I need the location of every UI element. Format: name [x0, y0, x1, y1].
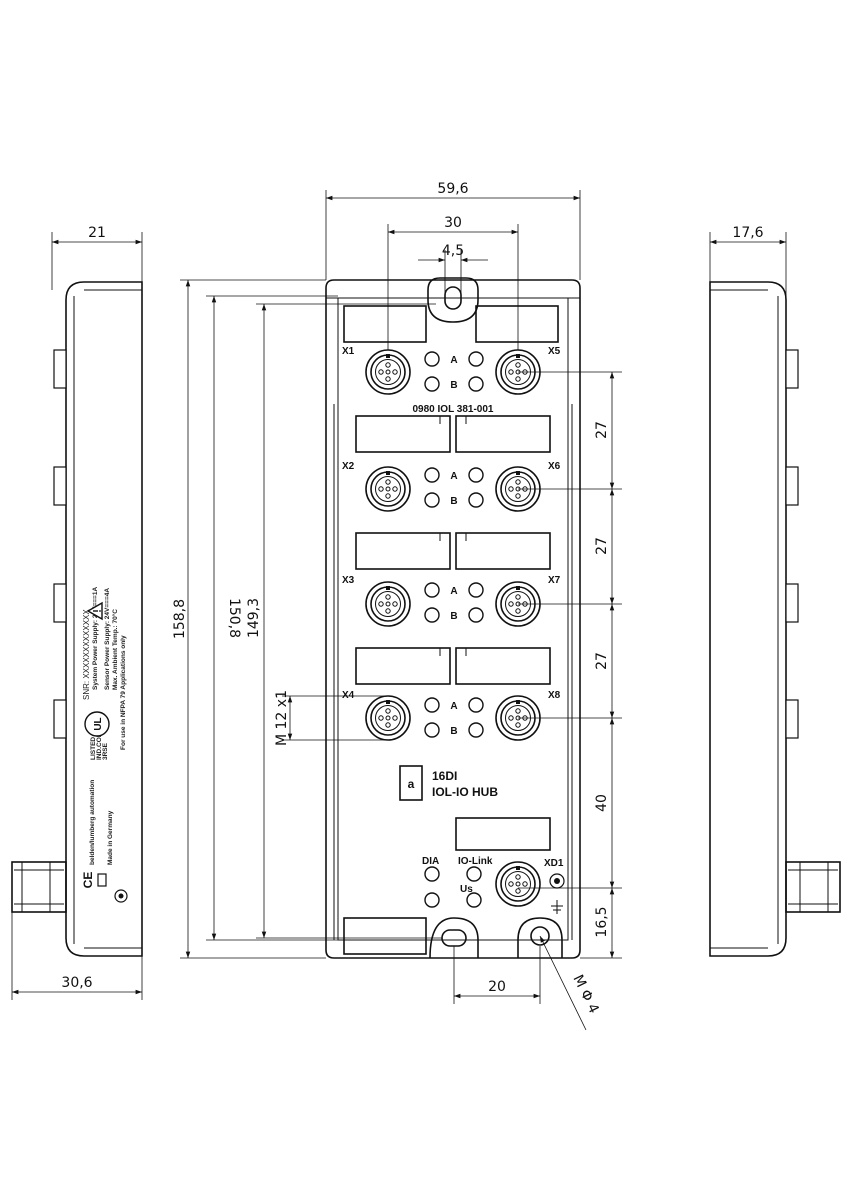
dim-thread: M 12 x1: [274, 690, 290, 746]
port-label-x5: X5: [548, 346, 561, 357]
model-line-1: 16DI: [432, 769, 457, 783]
svg-text:CE: CE: [81, 872, 95, 889]
side-snr: SNR: XXXXXXXXXXXXX: [82, 609, 91, 700]
dim-mount-hole: M Φ 4: [569, 972, 601, 1016]
side-made: Made in Germany: [107, 810, 114, 865]
ground-icon: [114, 889, 128, 903]
led-label-b-1: B: [450, 380, 457, 391]
led-label-a-3: A: [450, 586, 457, 597]
led-label-b-2: B: [450, 496, 457, 507]
io-link-label: IO-Link: [458, 856, 493, 867]
side-supply-2: Sensor Power Supply: 24V===4A: [104, 588, 111, 690]
dim-height-total: 158,8: [172, 599, 188, 639]
dia-label: DIA: [422, 856, 439, 867]
dim-pitch-5: 16,5: [594, 906, 610, 937]
dim-height-inner: 150,8: [226, 598, 242, 638]
port-label-x3: X3: [342, 575, 355, 586]
dim-bottom-left-width: 30,6: [61, 975, 92, 991]
led-label-a-4: A: [450, 701, 457, 712]
model-line-2: IOL-IO HUB: [432, 785, 498, 799]
dim-bottom-hole-spacing: 20: [488, 979, 506, 995]
dim-pitch-1: 27: [594, 421, 610, 439]
dim-side-left-width: 21: [88, 225, 106, 241]
port-label-x6: X6: [548, 461, 561, 472]
ground-screw-icon: [549, 873, 565, 914]
port-label-x8: X8: [548, 690, 561, 701]
dim-side-right-width: 17,6: [732, 225, 763, 241]
dim-width-total: 59,6: [437, 181, 468, 197]
svg-text:UL: UL: [93, 717, 104, 730]
svg-text:a: a: [408, 777, 415, 791]
dim-port-spacing: 30: [444, 215, 462, 231]
led-label-a-2: A: [450, 471, 457, 482]
right-side-view: 17,6: [709, 225, 841, 957]
part-number: 0980 IOL 381-001: [413, 404, 494, 415]
side-nfpa: For use in NFPA 79 Applications only: [120, 635, 127, 750]
side-supply-1: System Power Supply: 24V===1A: [92, 587, 99, 690]
side-brand: belden/lumberg automation: [89, 780, 96, 865]
dim-pitch-3: 27: [594, 652, 610, 670]
led-label-b-4: B: [450, 726, 457, 737]
weee-icon: [97, 873, 107, 887]
brand-logo-icon: a: [399, 765, 423, 801]
led-label-a-1: A: [450, 355, 457, 366]
us-label: Us: [460, 884, 473, 895]
side-listed: LISTED: [90, 737, 97, 760]
side-code: 3RSE: [102, 742, 109, 760]
warning-icon: [86, 601, 103, 621]
left-side-view: 21 30,6 SNR: XXXXXXXXXXXXX System Power …: [11, 225, 143, 1000]
dim-pitch-2: 27: [594, 537, 610, 555]
dim-pitch-4: 40: [594, 794, 610, 812]
dim-hole-width: 4,5: [442, 243, 464, 259]
led-label-b-3: B: [450, 611, 457, 622]
port-label-x4: X4: [342, 690, 355, 701]
front-view: A B A B A B A B X1 X2 X3 X4 X5 X6 X7 X8 …: [325, 277, 581, 959]
side-supply-3: Max. Ambient Temp.: 70°C: [111, 609, 119, 690]
ce-mark-icon: CE: [81, 872, 95, 889]
port-label-xd1: XD1: [544, 858, 564, 869]
port-label-x1: X1: [342, 346, 355, 357]
dim-height-holes: 149,3: [246, 598, 262, 638]
side-ind-cont: IND.CONT.EQ.: [96, 716, 103, 760]
ul-mark-icon: UL: [84, 711, 110, 737]
port-label-x7: X7: [548, 575, 561, 586]
port-label-x2: X2: [342, 461, 355, 472]
